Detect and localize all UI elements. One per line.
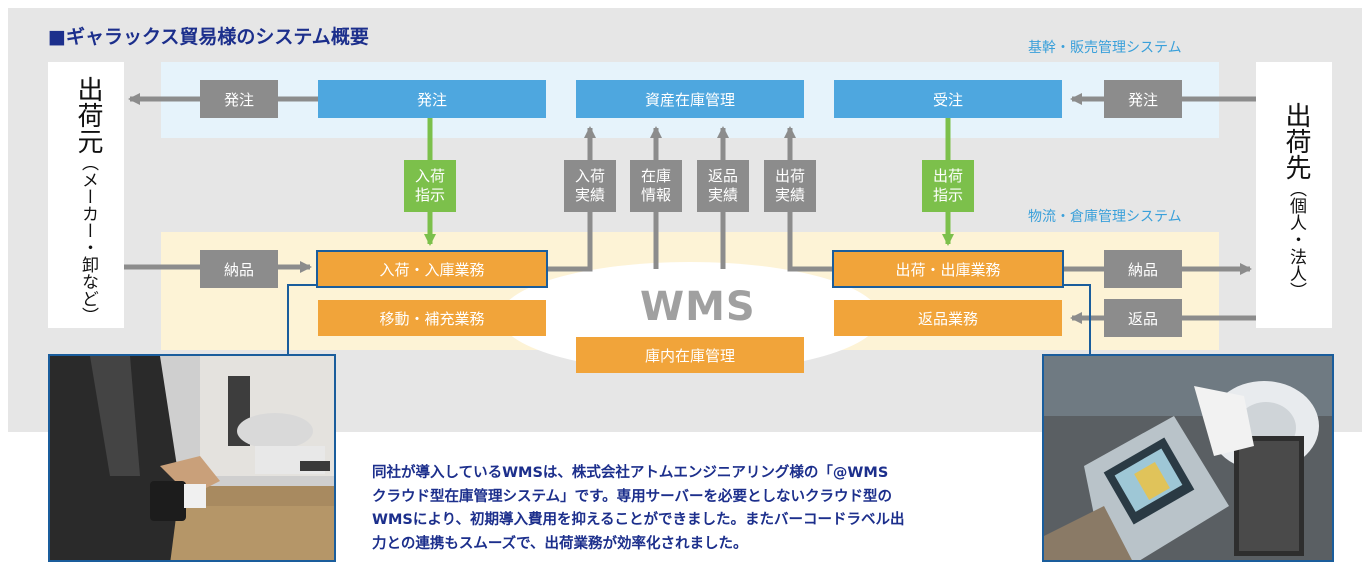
arrival-instruction-line2: 指示 (414, 186, 445, 204)
shipping-result-line2: 実績 (774, 186, 805, 204)
shipper-label: 出荷元（メーカー・卸など） (70, 76, 107, 324)
return-result-line2: 実績 (707, 186, 738, 204)
transfer-box: 移動・補充業務 (318, 300, 546, 336)
shipper-box: 出荷元（メーカー・卸など） (48, 62, 124, 328)
shipping-instruction-line1: 出荷 (932, 167, 963, 185)
description-line-1: 同社が導入しているWMSは、株式会社アトムエンジニアリング様の「@WMS (372, 465, 889, 481)
order-in-label: 発注 (1104, 80, 1182, 118)
arrival-result-line1: 入荷 (574, 167, 605, 185)
arrival-result-line2: 実績 (574, 186, 605, 204)
internal-inventory-box: 庫内在庫管理 (576, 337, 804, 373)
return-result-line1: 返品 (707, 167, 738, 185)
return-in-label: 返品 (1104, 299, 1182, 337)
core-system-label: 基幹・販売管理システム (1028, 40, 1182, 56)
delivery-out-label: 納品 (1104, 250, 1182, 288)
page-title: ■ギャラックス貿易様のシステム概要 (48, 26, 369, 48)
shipping-instruction-label: 出荷 指示 (922, 160, 974, 212)
shipping-result-line1: 出荷 (774, 167, 805, 185)
destination-sub-label: （個人・法人） (1286, 180, 1306, 299)
description-line-2: クラウド型在庫管理システム」です。専用サーバーを必要としないクラウド型の (372, 488, 892, 505)
stock-info-line1: 在庫 (640, 167, 671, 185)
shipper-main-label: 出荷元 (73, 76, 103, 154)
stock-info-label: 在庫 情報 (630, 160, 682, 212)
destination-main-label: 出荷先 (1281, 102, 1311, 180)
destination-label: 出荷先（個人・法人） (1278, 102, 1315, 299)
scanner-photo-image (1044, 356, 1332, 560)
stock-info-line2: 情報 (640, 186, 671, 204)
description-line-3: WMSにより、初期導入費用を抑えることができました。またバーコードラベル出 (372, 512, 905, 528)
shipping-result-label: 出荷 実績 (764, 160, 816, 212)
worker-photo (48, 354, 336, 562)
order-out-label: 発注 (200, 80, 278, 118)
arrival-instruction-label: 入荷 指示 (404, 160, 456, 212)
order-box: 発注 (318, 80, 546, 118)
shipper-sub-label: （メーカー・卸など） (78, 154, 98, 324)
shipping-instruction-line2: 指示 (932, 186, 963, 204)
returns-box: 返品業務 (834, 300, 1062, 336)
shipping-box: 出荷・出庫業務 (832, 250, 1064, 288)
return-result-label: 返品 実績 (697, 160, 749, 212)
receiving-box: 入荷・入庫業務 (316, 250, 548, 288)
description-text: 同社が導入しているWMSは、株式会社アトムエンジニアリング様の「@WMS クラウ… (372, 462, 1017, 556)
worker-photo-image (50, 356, 334, 560)
arrival-result-label: 入荷 実績 (564, 160, 616, 212)
delivery-in-label: 納品 (200, 250, 278, 288)
arrival-instruction-line1: 入荷 (414, 167, 445, 185)
order-received-box: 受注 (834, 80, 1062, 118)
logistics-system-label: 物流・倉庫管理システム (1028, 209, 1182, 225)
scanner-photo (1042, 354, 1334, 562)
description-line-4: 力との連携もスムーズで、出荷業務が効率化されました。 (372, 535, 748, 552)
destination-box: 出荷先（個人・法人） (1256, 62, 1332, 328)
asset-inventory-box: 資産在庫管理 (576, 80, 804, 118)
wms-label: WMS (640, 284, 756, 330)
